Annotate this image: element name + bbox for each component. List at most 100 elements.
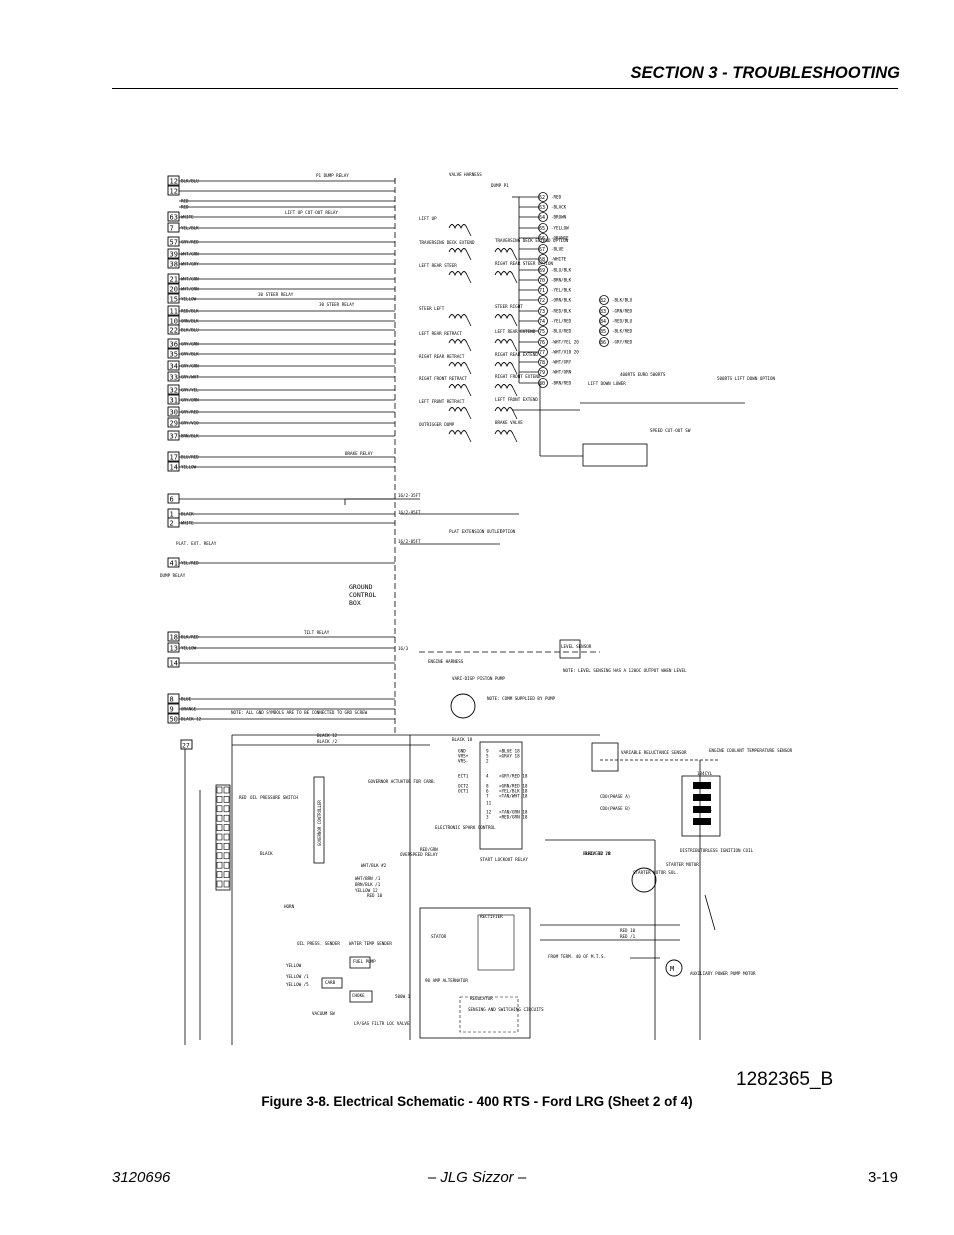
terminal-number: 86 <box>600 340 606 346</box>
terminal-circle <box>538 233 548 243</box>
valve-label: TRAVERSING DECK EXTEND <box>419 240 475 245</box>
schematic-label-oil-pressure-switch: OIL PRESSURE SWITCH <box>250 795 298 800</box>
ignition-coil-box <box>681 775 721 837</box>
terminal-circle <box>538 212 548 222</box>
terminal-box <box>167 348 180 359</box>
terminal-circle <box>599 316 609 326</box>
terminal-wire-label: -RED/BLK <box>551 309 572 314</box>
terminal-number: 63 <box>539 205 545 211</box>
schematic-label-from-term: FROM TERM. 40 OF M.T.S. <box>548 954 606 959</box>
terminal-number: 74 <box>539 319 545 325</box>
valve-coil-icon <box>448 224 468 230</box>
terminal-box <box>167 185 180 196</box>
schematic-label-valve-harness: VALVE HARNESS <box>449 172 482 177</box>
fuel-pump-box <box>349 956 371 969</box>
terminal-number: 66 <box>539 236 545 242</box>
connector-pin-number: 6 <box>486 789 489 795</box>
terminal-circle <box>538 295 548 305</box>
coil-winding <box>693 806 711 813</box>
terminal-number: 37 <box>170 433 178 441</box>
connector-wire-label: <YEL/BLK 18 <box>499 789 528 795</box>
aux-pump-motor-icon <box>665 959 683 977</box>
terminal-number: 38 <box>170 261 178 269</box>
terminal-wire-label: -BRN/RED <box>551 381 572 386</box>
terminal-wire-label: -WHT/GRY <box>551 360 572 365</box>
right-terminal-block-b: 82-BLK/BLU83-GRN/RED84-RED/BLU85-BLK/RED… <box>599 295 633 347</box>
terminal-number: 34 <box>170 363 178 371</box>
schematic-label-steer-relay-1: 30 STEER RELAY <box>258 292 294 297</box>
ground-box-label: CONTROL <box>349 591 376 599</box>
terminal-circle <box>538 244 548 254</box>
terminal-box <box>167 406 180 417</box>
wire <box>466 342 472 352</box>
schematic-label-sensing: SENSING AND SWITCHING CIRCUITS <box>468 1007 544 1012</box>
pin <box>223 814 230 822</box>
terminal-box <box>167 557 180 568</box>
lower-wire-label: RED <box>239 795 247 800</box>
pin <box>223 880 230 888</box>
terminal-number: 41 <box>170 560 178 568</box>
ground-box-label: BOX <box>349 599 361 607</box>
terminal-number: 2 <box>170 520 174 528</box>
valve-label: LEFT FRONT RETRACT <box>419 399 465 404</box>
terminal-wire-label: -BLK/BLU <box>612 298 633 303</box>
schematic-label-steer-relay-2: 30 STEER RELAY <box>319 302 355 307</box>
valve-label: BRAKE VALVE <box>495 420 523 425</box>
terminal-box <box>180 739 193 750</box>
terminal-number: 10 <box>170 318 178 326</box>
connector-pin-label: VRS+ <box>458 754 469 760</box>
terminal-number: 72 <box>539 298 545 304</box>
terminal-number: 17 <box>170 454 178 462</box>
schematic-label-regulator: REGULATOR <box>470 996 493 1001</box>
lower-wire-label: RED 10 <box>620 928 636 933</box>
terminal-number: 83 <box>600 309 606 315</box>
valve-label: RIGHT FRONT RETRACT <box>419 376 467 381</box>
schematic-label-rectifier: RECTIFIER <box>480 914 503 919</box>
pin <box>223 833 230 841</box>
pin <box>223 861 230 869</box>
terminal-number: 82 <box>600 298 606 304</box>
terminal-number: 15 <box>170 296 178 304</box>
pin <box>223 824 230 831</box>
schematic-label-vacuum: VACUUM SW <box>312 1011 335 1016</box>
wire <box>466 251 472 261</box>
regulator-box <box>459 996 519 1033</box>
footer-center: – JLG Sizzor – <box>427 1169 527 1186</box>
alternator-box <box>419 907 531 1039</box>
pin <box>216 814 223 822</box>
schematic-label-level-note: NOTE: LEVEL SENSING HAS A 120OC OUTPUT W… <box>563 668 687 673</box>
valve-coil-icon <box>494 430 514 436</box>
terminal-wire-label: -ORANGE <box>551 236 569 241</box>
schematic-label-plat-ext-relay: PLAT. EXT. RELAY <box>176 541 217 546</box>
terminal-box <box>167 693 180 704</box>
connector-pin-number: 12 <box>486 810 492 816</box>
lower-wire-label: RED 10 <box>367 893 383 898</box>
terminal-wire-label: -BROWN <box>551 215 567 220</box>
schematic-label-wire-500w: 500W 1 <box>395 994 411 999</box>
valve-coil-icon <box>494 407 514 413</box>
wire <box>512 410 518 420</box>
schematic-label-lift-down-lower: LIFT DOWN LOWER <box>588 381 626 386</box>
terminal-box <box>167 430 180 441</box>
terminal-number: 64 <box>539 215 545 221</box>
connector-pin-number: 7 <box>486 794 489 800</box>
wire <box>512 317 518 327</box>
schematic-label-dump-p1: DUMP P1 <box>491 183 509 188</box>
terminal-number: 1 <box>170 511 174 519</box>
schematic-label-water-temp-sender: WATER TEMP SENDER <box>349 941 392 946</box>
schematic-label-starter-sol: STARTER MOTOR SOL. <box>633 870 678 875</box>
terminal-box <box>167 222 180 233</box>
lower-wire-label: RED/GRN 18 <box>585 851 611 856</box>
terminal-number: 57 <box>170 239 178 247</box>
engine-terminal-strip <box>215 784 231 891</box>
schematic-label-overspeed-relay: OVERSPEED RELAY <box>400 852 438 857</box>
terminal-wire-label: -GRN/RED <box>612 309 633 314</box>
terminal-number: 14 <box>170 660 178 668</box>
connector-pin-label: OCT1 <box>458 789 469 795</box>
wire <box>512 433 518 443</box>
terminal-wire-label: -BLU/RED <box>551 329 572 334</box>
wire <box>704 894 716 931</box>
terminal-wire-label: -WHITE <box>551 257 567 262</box>
